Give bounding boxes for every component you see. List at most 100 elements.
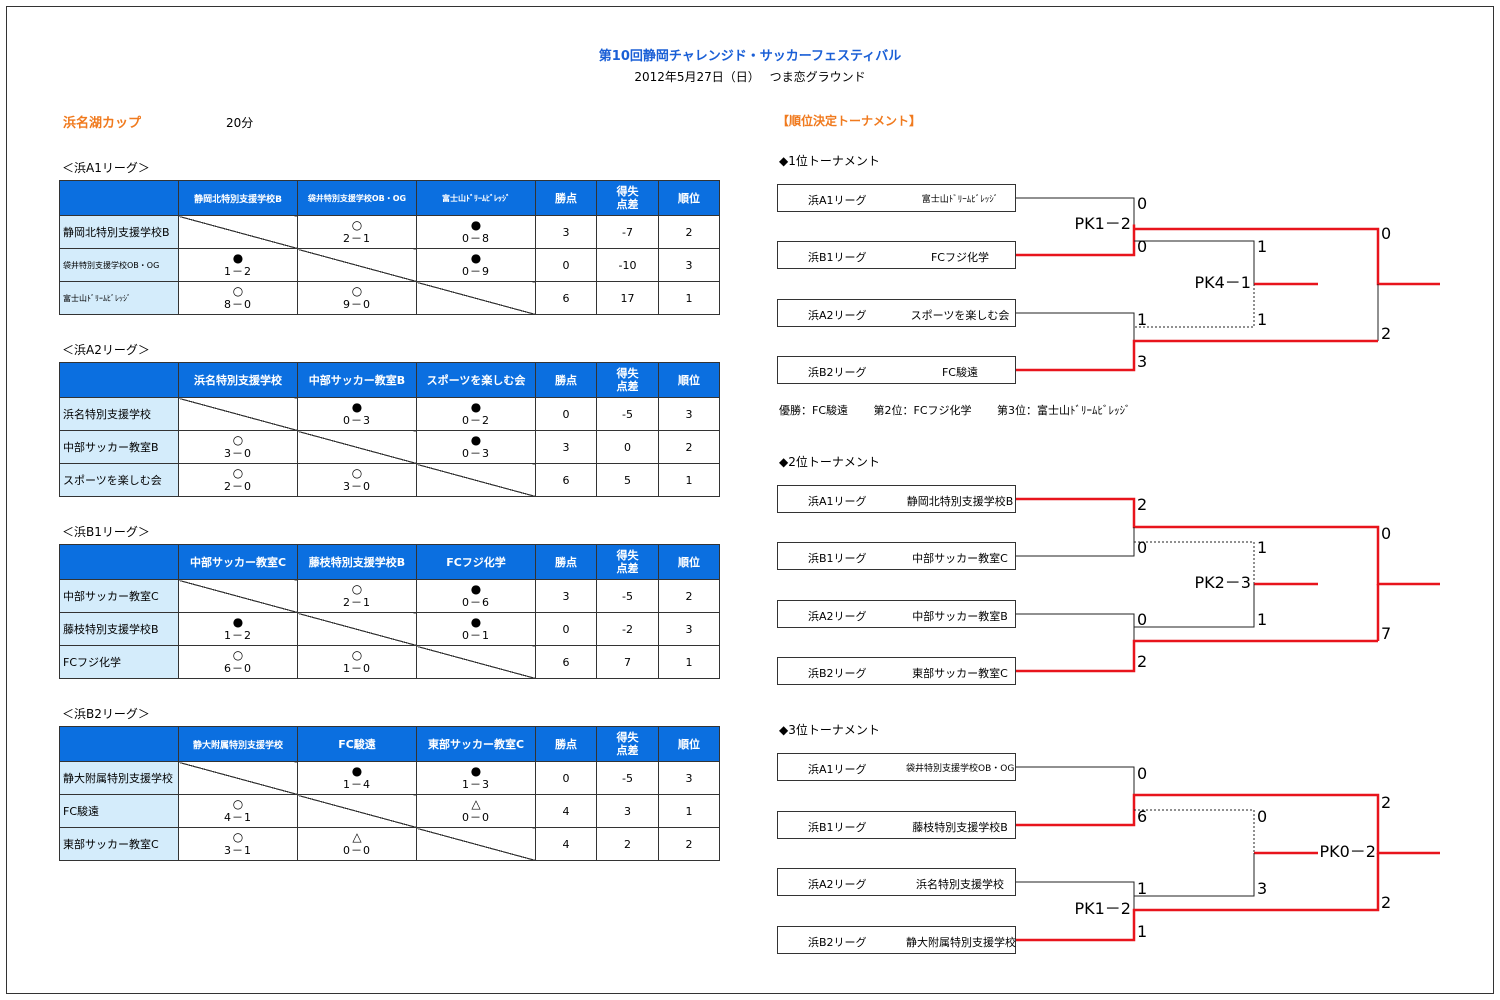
rank-cell: 1 (658, 463, 720, 497)
match-result-cell: ●0－9 (416, 248, 536, 282)
column-header-goal-diff: 得失 点差 (596, 544, 659, 580)
self-match-cell (178, 761, 298, 795)
entry-league: 浜B2リーグ (808, 936, 867, 949)
result-mark: ○ (232, 466, 244, 480)
tournament-2-title: ◆2位トーナメント (779, 455, 880, 469)
page-title: 第10回静岡チャレンジド・サッカーフェスティバル (598, 49, 902, 64)
result-mark: ● (470, 218, 482, 232)
score-label: 2 (1137, 495, 1147, 514)
entry-team: 静岡北特別支援学校B (906, 495, 1014, 508)
row-team-name: 静岡北特別支援学校B (59, 215, 179, 249)
match-score: 0－9 (462, 265, 490, 278)
match-score: 6－0 (224, 662, 252, 675)
match-score: 0－3 (462, 447, 490, 460)
entry-league: 浜B2リーグ (808, 667, 867, 680)
match-result-cell: △0－0 (297, 827, 417, 861)
score-label: 0 (1137, 764, 1147, 783)
result-mark: ○ (351, 466, 363, 480)
ranking-heading: 【順位決定トーナメント】 (777, 114, 922, 128)
score-label: 1 (1257, 310, 1267, 329)
match-score: 0－2 (462, 414, 490, 427)
cup-title: 浜名湖カップ (63, 116, 142, 131)
match-result-cell: ●0－8 (416, 215, 536, 249)
score-label: 2 (1381, 324, 1391, 343)
bracket-line-winner (1016, 853, 1380, 942)
result-mark: ● (470, 764, 482, 778)
rank-cell: 3 (658, 761, 720, 795)
result-mark: ○ (232, 433, 244, 447)
score-label: 2 (1381, 793, 1391, 812)
goal-diff-cell: -5 (596, 579, 659, 613)
points-cell: 4 (535, 794, 597, 828)
column-header-rank: 順位 (658, 544, 720, 580)
self-match-cell (178, 579, 298, 613)
bracket-line (1016, 527, 1135, 557)
result-mark: ● (470, 433, 482, 447)
goal-diff-cell: -2 (596, 612, 659, 646)
entry-team: スポーツを楽しむ会 (910, 309, 1010, 322)
result-mark: ● (470, 400, 482, 414)
entry-league: 浜A1リーグ (808, 763, 867, 776)
result-mark: ● (470, 251, 482, 265)
match-score: 0－3 (343, 414, 371, 427)
points-cell: 3 (535, 430, 597, 464)
bracket-entry: 浜A1リーグ袋井特別支援学校OB・OG (777, 753, 1016, 781)
goal-diff-cell: -5 (596, 761, 659, 795)
entry-team: FCフジ化学 (930, 251, 989, 264)
match-score: 3－0 (224, 447, 252, 460)
column-header-team: 東部サッカー教室C (416, 726, 536, 762)
entry-league: 浜B1リーグ (808, 821, 867, 834)
match-score: 2－1 (343, 232, 371, 245)
row-team-name: FCフジ化学 (59, 645, 179, 679)
bracket-entry: 浜A2リーグ中部サッカー教室B (777, 600, 1016, 628)
match-result-cell: ○2－1 (297, 579, 417, 613)
league-title: ＜浜A2リーグ＞ (62, 343, 150, 357)
entry-team: 中部サッカー教室C (912, 552, 1008, 565)
entry-team: 中部サッカー教室B (912, 610, 1008, 623)
entry-team: 藤枝特別支援学校B (912, 821, 1008, 834)
column-header-points: 勝点 (535, 726, 597, 762)
table-corner (59, 726, 179, 762)
bracket-line (1134, 584, 1255, 628)
score-label: 1 (1137, 879, 1147, 898)
rank-cell: 2 (658, 215, 720, 249)
rank-cell: 3 (658, 612, 720, 646)
match-result-cell: ●0－3 (416, 430, 536, 464)
score-label: 0 (1381, 224, 1391, 243)
table-corner (59, 544, 179, 580)
score-label: 7 (1381, 624, 1391, 643)
self-match-cell (297, 430, 417, 464)
result-mark: ○ (232, 284, 244, 298)
bracket-line-winner (1016, 639, 1378, 673)
tournament-1-title: ◆1位トーナメント (779, 154, 880, 168)
entry-league: 浜A2リーグ (808, 309, 867, 322)
score-label: 2 (1137, 652, 1147, 671)
result-mark: ● (232, 615, 244, 629)
match-result-cell: ○2－0 (178, 463, 298, 497)
match-result-cell: ●1－2 (178, 248, 298, 282)
bracket-line (1016, 197, 1135, 227)
row-team-name: 静大附属特別支援学校 (59, 761, 179, 795)
match-result-cell: ●0－2 (416, 397, 536, 431)
self-match-cell (416, 645, 536, 679)
column-header-team: 静岡北特別支援学校B (178, 180, 298, 216)
rank-cell: 2 (658, 579, 720, 613)
points-cell: 0 (535, 397, 597, 431)
match-score: 9－0 (343, 298, 371, 311)
match-score: 8－0 (224, 298, 252, 311)
column-header-rank: 順位 (658, 362, 720, 398)
row-team-name: 東部サッカー教室C (59, 827, 179, 861)
entry-league: 浜B1リーグ (808, 251, 867, 264)
score-label: 0 (1137, 237, 1147, 256)
match-result-cell: ○3－1 (178, 827, 298, 861)
entry-league: 浜B1リーグ (808, 552, 867, 565)
self-match-cell (416, 281, 536, 315)
match-result-cell: ○4－1 (178, 794, 298, 828)
